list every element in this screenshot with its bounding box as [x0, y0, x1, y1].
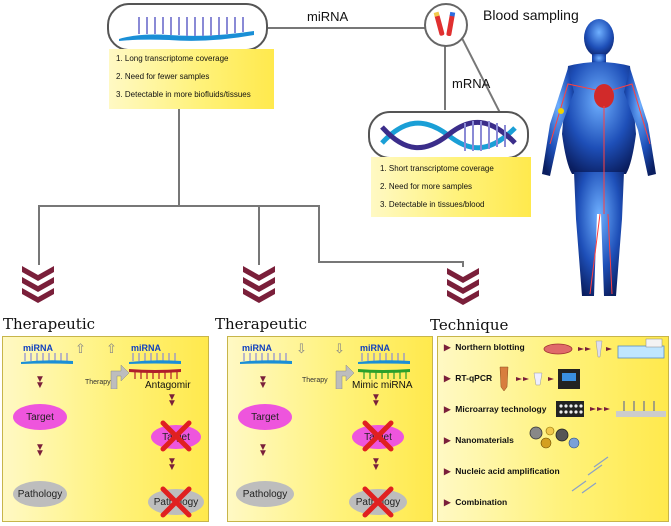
technique-label: Northern blotting: [455, 342, 525, 352]
mimic-strand-icon: [358, 369, 410, 379]
agent-label: Mimic miRNA: [352, 380, 413, 391]
mirna-summary-list: [109, 49, 274, 109]
mirna-label: miRNA: [242, 343, 273, 353]
northern-blotting-illustration: [543, 338, 665, 359]
mirna-label: miRNA: [131, 343, 162, 353]
therapeutic-panel-mimic: miRNA ⇩ ⇩ miRNA Therapy Mimic miRNA ▼▼ T…: [227, 336, 433, 522]
mirna-summary-box: [107, 3, 268, 51]
list-item: 3. Detectable in more biofluids/tissues: [116, 90, 251, 99]
connector-line: [258, 205, 260, 265]
mrna-strand-icon: [380, 120, 517, 151]
human-body-image: [542, 19, 656, 296]
cross-icon: [160, 420, 192, 452]
antagomir-strand-icon: [129, 369, 181, 379]
arrow-up-icon: ⇧: [106, 341, 117, 356]
therapy-label: Therapy: [302, 377, 328, 384]
list-item: 1. Short transcriptome coverage: [380, 164, 494, 173]
mirna-strand-icon: [358, 353, 410, 364]
technique-item: ▶ Combination: [444, 497, 508, 507]
connector-line: [462, 261, 464, 267]
microarray-illustration: [556, 401, 666, 417]
chevron-down-icon: [243, 266, 275, 303]
mirna-link-label: miRNA: [307, 9, 349, 24]
connector-line: [265, 27, 430, 29]
mirna-strand-icon: [240, 353, 292, 364]
panel-title: Therapeutic: [215, 315, 308, 333]
technique-item: ▶ Microarray technology: [444, 404, 547, 414]
therapy-arrow-icon: [110, 364, 129, 389]
rt-qpcr-illustration: [499, 366, 580, 392]
list-item: 1. Long transcriptome coverage: [116, 54, 229, 63]
technique-label: Microarray technology: [455, 404, 547, 414]
mirna-strand-icon: [21, 353, 73, 364]
cross-icon: [362, 420, 394, 452]
technique-item: ▶ Northern blotting: [444, 342, 525, 352]
connector-line: [318, 261, 463, 263]
blood-sampling-label: Blood sampling: [483, 7, 579, 23]
agent-label: Antagomir: [145, 380, 191, 391]
cross-icon: [362, 486, 394, 518]
list-item: 3. Detectable in tissues/blood: [380, 200, 485, 209]
pathology-ellipse: Pathology: [236, 481, 294, 507]
technique-label: Combination: [455, 497, 508, 507]
mrna-summary-list: [371, 157, 531, 217]
target-ellipse: Target: [13, 404, 67, 430]
technique-label: Nucleic acid amplification: [455, 466, 560, 476]
blood-tube-icon: [424, 3, 468, 47]
panel-title: Technique: [430, 316, 509, 334]
pathology-ellipse: Pathology: [13, 481, 67, 507]
list-item: 2. Need for more samples: [380, 182, 473, 191]
technique-panel: ▶ Northern blotting ▶ RT-qPCR ▶ Microarr…: [437, 336, 669, 522]
connector-line: [38, 205, 318, 207]
therapeutic-panel-antagomir: miRNA ⇧ ⇧ miRNA Therapy Antagomir ▼▼ Tar…: [2, 336, 209, 522]
mrna-label: mRNA: [452, 76, 491, 91]
technique-item: ▶ Nucleic acid amplification: [444, 466, 560, 476]
chevron-down-icon: ▼▼: [167, 456, 177, 473]
mrna-summary-box: [368, 111, 529, 159]
chevron-down-icon: ▼▼: [258, 442, 268, 459]
connector-line: [444, 46, 446, 110]
therapy-label: Therapy: [85, 379, 111, 386]
mirna-summary-list-text: 1. Long transcriptome coverage 2. Need f…: [116, 50, 251, 104]
technique-list: ▶ Northern blotting ▶ RT-qPCR ▶ Microarr…: [444, 340, 560, 526]
connector-line: [38, 205, 40, 265]
connector-line: [318, 205, 320, 262]
arrow-down-icon: ⇩: [334, 341, 345, 356]
chevron-down-icon: ▼▼: [167, 392, 177, 409]
technique-label: Nanomaterials: [455, 435, 514, 445]
chevron-down-icon: ▼▼: [35, 374, 45, 391]
mrna-summary-list-text: 1. Short transcriptome coverage 2. Need …: [380, 160, 494, 214]
chevron-down-icon: [447, 268, 479, 305]
chevron-down-icon: ▼▼: [258, 374, 268, 391]
mirna-label: miRNA: [23, 343, 54, 353]
technique-label: RT-qPCR: [455, 373, 493, 383]
panel-title: Therapeutic: [3, 315, 96, 333]
arrow-up-icon: ⇧: [75, 341, 86, 356]
chevron-down-icon: [22, 266, 54, 303]
target-ellipse: Target: [238, 404, 292, 430]
technique-item: ▶ RT-qPCR: [444, 373, 493, 383]
therapy-arrow-icon: [335, 364, 354, 389]
technique-item: ▶ Nanomaterials: [444, 435, 514, 445]
connector-line: [178, 108, 180, 206]
mirna-strand-icon: [129, 353, 181, 364]
nanomaterials-illustration: [529, 426, 580, 449]
mirna-strand-icon: [119, 17, 254, 41]
chevron-down-icon: ▼▼: [371, 456, 381, 473]
list-item: 2. Need for fewer samples: [116, 72, 210, 81]
mirna-label: miRNA: [360, 343, 391, 353]
amplification-illustration: [571, 456, 609, 494]
chevron-down-icon: ▼▼: [371, 392, 381, 409]
chevron-down-icon: ▼▼: [35, 442, 45, 459]
arrow-down-icon: ⇩: [296, 341, 307, 356]
cross-icon: [160, 486, 192, 518]
